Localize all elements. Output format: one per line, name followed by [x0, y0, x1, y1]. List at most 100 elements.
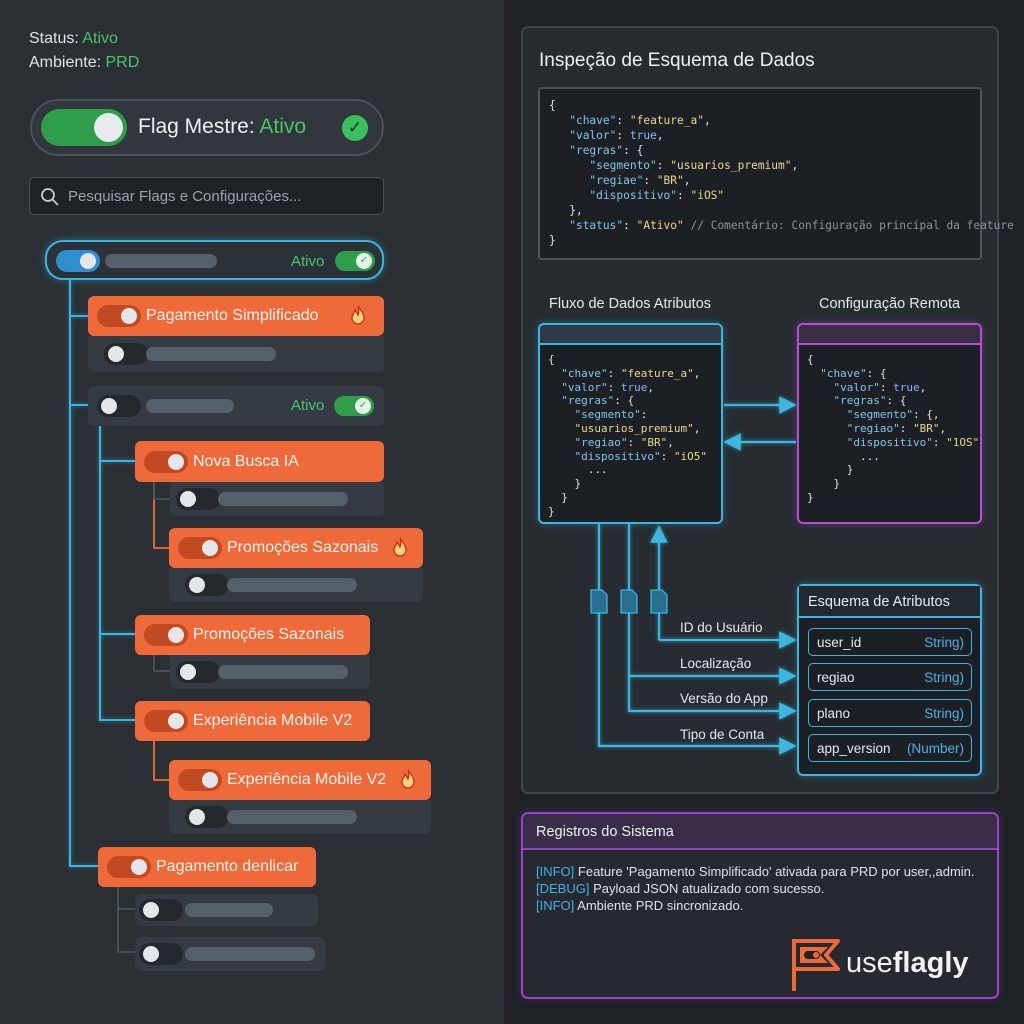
log-message: Feature 'Pagamento Simplificado' ativada…	[574, 864, 975, 879]
environment-label: Ambiente:	[29, 54, 102, 71]
log-entry: [INFO] Ambiente PRD sincronizado.	[536, 898, 743, 913]
flag-promocoes-sazonais-nested[interactable]: Promoções Sazonais	[169, 528, 423, 568]
code-value: true	[629, 129, 657, 142]
attribute-type: String)	[924, 706, 964, 721]
flow-label-user-id: ID do Usuário	[680, 620, 763, 635]
root-flag-node[interactable]: Ativo ✓	[45, 240, 384, 280]
fire-icon	[401, 769, 415, 789]
flag-toggle[interactable]	[107, 856, 151, 878]
toggle-knob	[94, 113, 123, 142]
toggle-knob	[202, 540, 218, 556]
attribute-name: app_version	[817, 741, 891, 756]
flow-label-location: Localização	[680, 656, 752, 671]
flag-label: Promoções Sazonais	[227, 539, 379, 556]
flag-toggle[interactable]	[178, 769, 222, 791]
brand-suffix: flagly	[892, 947, 969, 979]
flag-toggle[interactable]	[176, 488, 220, 510]
fire-icon	[393, 537, 407, 557]
flow-label-app-version: Versão do App	[680, 691, 768, 706]
flag-pagamento-simplificado[interactable]: Pagamento Simplificado	[88, 296, 384, 336]
attribute-name: plano	[817, 706, 851, 721]
toggle-knob	[101, 398, 117, 414]
flag-detail-row	[135, 937, 325, 971]
flag-toggle[interactable]	[185, 574, 229, 596]
flag-label: Promoções Sazonais	[193, 626, 345, 643]
schema-attribute[interactable]: plano String)	[808, 699, 972, 727]
code-value: true	[620, 380, 648, 394]
logs-title: Registros do Sistema	[523, 814, 997, 850]
search-input[interactable]	[68, 178, 378, 214]
environment-line: Ambiente: PRD	[29, 54, 139, 72]
flag-toggle[interactable]	[139, 943, 183, 965]
root-flag-toggle[interactable]	[56, 250, 100, 272]
status-line: Status: Ativo	[29, 30, 118, 48]
code-key: "dispositivo"	[846, 435, 933, 449]
log-level: [DEBUG]	[536, 881, 590, 896]
remote-title: Configuração Remota	[819, 296, 961, 312]
placeholder-bar	[227, 578, 357, 592]
search-icon	[41, 188, 59, 206]
tree-connectors	[69, 280, 193, 953]
placeholder-bar	[146, 347, 276, 361]
flag-promocoes-sazonais[interactable]: Promoções Sazonais	[135, 615, 370, 655]
group-active-toggle[interactable]: ✓	[334, 396, 374, 416]
placeholder-bar	[185, 903, 273, 917]
flag-toggle[interactable]	[104, 343, 148, 365]
flag-group-node[interactable]: Ativo ✓	[88, 386, 384, 426]
code-key: "valor"	[561, 380, 608, 394]
code-key: "dispositivo"	[589, 189, 677, 202]
placeholder-bar	[227, 810, 357, 824]
toggle-knob	[121, 308, 137, 324]
flag-toggle[interactable]	[139, 899, 183, 921]
code-value: true	[893, 380, 920, 394]
document-icon	[650, 589, 668, 614]
check-icon: ✓	[342, 115, 368, 141]
code-key: "chave"	[820, 366, 867, 380]
system-logs-panel: Registros do Sistema [INFO] Feature 'Pag…	[521, 812, 999, 999]
flag-logo-icon	[792, 939, 840, 991]
data-flow-box: { "chave": "feature_a", "valor": true, "…	[538, 323, 723, 524]
code-value: "Ativo"	[636, 219, 684, 232]
schema-title: Esquema de Atributos	[799, 586, 980, 618]
flag-label: Experiência Mobile V2	[193, 712, 353, 729]
code-key: "dispositivo"	[574, 449, 661, 463]
flag-toggle[interactable]	[97, 305, 141, 327]
flag-nova-busca-ia[interactable]: Nova Busca IA	[135, 441, 384, 482]
flag-experiencia-mobile-v2-nested[interactable]: Experiência Mobile V2	[169, 760, 431, 800]
code-key: "valor"	[569, 129, 617, 142]
log-entry: [DEBUG] Payload JSON atualizado com suce…	[536, 881, 824, 896]
flag-toggle[interactable]	[144, 624, 188, 646]
flag-toggle[interactable]	[144, 451, 188, 473]
flag-toggle[interactable]	[178, 537, 222, 559]
placeholder-bar	[185, 947, 315, 961]
log-level: [INFO]	[536, 898, 575, 913]
flag-detail-row	[170, 482, 384, 516]
code-key: "regiae"	[589, 174, 644, 187]
master-flag-title: Flag Mestre:	[138, 115, 255, 138]
environment-value: PRD	[105, 54, 140, 71]
flow-label-account-type: Tipo de Conta	[680, 727, 765, 742]
schema-attribute[interactable]: app_version(Number)	[808, 734, 972, 762]
code-value: "feature_a"	[629, 114, 704, 127]
flag-toggle[interactable]	[144, 710, 188, 732]
code-key: "segmento"	[574, 408, 641, 422]
root-flag-active-toggle[interactable]: ✓	[335, 251, 375, 271]
master-flag-toggle[interactable]	[41, 109, 127, 146]
flag-experiencia-mobile-v2[interactable]: Experiência Mobile V2	[135, 701, 370, 741]
flag-toggle[interactable]	[176, 661, 220, 683]
code-key: "segmento"	[589, 159, 657, 172]
flag-detail-row	[88, 336, 384, 372]
code-key: "chave"	[569, 114, 617, 127]
flag-toggle[interactable]	[97, 395, 141, 417]
toggle-knob	[108, 346, 124, 362]
code-key: "valor"	[833, 380, 880, 394]
document-icon	[590, 589, 608, 614]
flag-toggle[interactable]	[185, 806, 229, 828]
code-value: "BR"	[640, 435, 668, 449]
code-key: "regiao"	[846, 421, 900, 435]
code-key: "status"	[569, 219, 624, 232]
flag-pagamento-denlicar[interactable]: Pagamento denlicar	[98, 847, 316, 887]
